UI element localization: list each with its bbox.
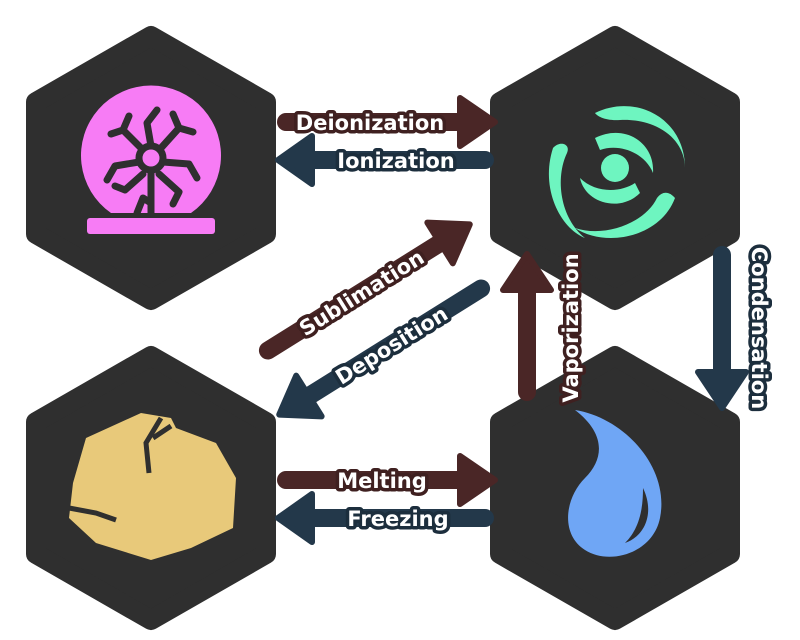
vaporization-label: Vaporization <box>559 253 583 402</box>
condensation-label: Condensation <box>747 247 771 409</box>
freezing-arrow: Freezing <box>275 491 494 545</box>
vaporization-arrow <box>500 251 554 401</box>
droplet-icon <box>568 410 662 557</box>
condensation-arrow <box>695 246 749 411</box>
rock-icon <box>68 413 236 560</box>
melting-arrow: Melting <box>277 453 498 507</box>
swirl-icon <box>548 106 685 238</box>
ionization-label: Ionization <box>337 149 454 173</box>
gas-node <box>500 36 730 300</box>
deionization-label: Deionization <box>296 111 444 135</box>
plasma-node <box>36 36 266 300</box>
liquid-node <box>500 356 730 620</box>
solid-node <box>36 356 266 620</box>
freezing-label: Freezing <box>347 507 448 531</box>
melting-label: Melting <box>337 469 427 493</box>
deionization-arrow: Deionization <box>277 95 498 149</box>
plasma-globe-icon <box>80 85 221 234</box>
ionization-arrow: Ionization <box>275 133 494 187</box>
